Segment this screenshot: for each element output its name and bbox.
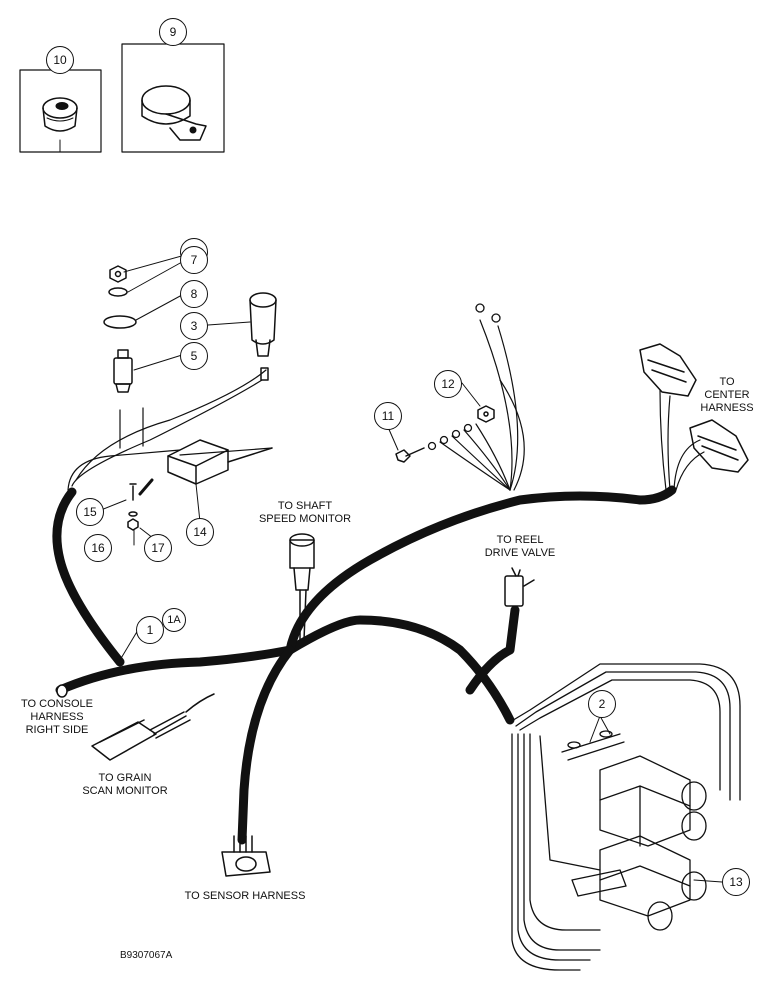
console-label: TO CONSOLE HARNESS RIGHT SIDE bbox=[12, 698, 102, 737]
hardware-15-16-17 bbox=[127, 478, 154, 531]
module-14 bbox=[167, 439, 273, 485]
center-label-line2: CENTER bbox=[704, 389, 750, 401]
center-label: TO CENTER HARNESS bbox=[692, 376, 762, 415]
callout-13: 13 bbox=[722, 868, 750, 896]
shaft-label-line1: TO SHAFT bbox=[277, 500, 333, 512]
callout-3: 3 bbox=[180, 312, 208, 340]
center-label-line3: HARNESS bbox=[700, 402, 754, 414]
nut-12 bbox=[477, 405, 495, 423]
socket-3 bbox=[249, 292, 277, 381]
callout-1a: 1A bbox=[162, 608, 186, 632]
callout-10: 10 bbox=[46, 46, 74, 74]
inset-box-9 bbox=[121, 43, 225, 153]
thin-wires-left bbox=[67, 369, 273, 491]
washer-8 bbox=[103, 315, 137, 329]
nut-6 bbox=[109, 265, 127, 283]
grain-label: TO GRAIN SCAN MONITOR bbox=[70, 772, 180, 798]
switch-5 bbox=[113, 349, 133, 393]
cable-end bbox=[56, 684, 68, 698]
reel-label-line2: DRIVE VALVE bbox=[484, 547, 556, 559]
callout-16: 16 bbox=[84, 534, 112, 562]
valve-assembly-13 bbox=[509, 663, 741, 971]
shaft-connector bbox=[289, 533, 315, 641]
callout-11: 11 bbox=[374, 402, 402, 430]
grain-label-line2: SCAN MONITOR bbox=[82, 785, 168, 797]
console-label-line2: HARNESS bbox=[30, 711, 84, 723]
bolt-11 bbox=[395, 447, 425, 463]
sensor-label: TO SENSOR HARNESS bbox=[170, 890, 320, 903]
reel-label-line1: TO REEL bbox=[496, 534, 544, 546]
callout-17: 17 bbox=[144, 534, 172, 562]
callout-1: 1 bbox=[136, 616, 164, 644]
center-wires bbox=[659, 389, 705, 491]
callout-14: 14 bbox=[186, 518, 214, 546]
grain-label-line1: TO GRAIN bbox=[98, 772, 152, 784]
center-connector-lower bbox=[689, 419, 749, 473]
sensor-connector bbox=[221, 835, 271, 877]
washer-7 bbox=[108, 287, 128, 297]
console-label-line1: TO CONSOLE bbox=[21, 698, 93, 710]
callout-5: 5 bbox=[180, 342, 208, 370]
reel-connector bbox=[504, 567, 535, 607]
shaft-label-line2: SPEED MONITOR bbox=[258, 513, 352, 525]
ring-terminals bbox=[427, 303, 501, 451]
callout-7b: 7 bbox=[180, 246, 208, 274]
terminal-wires bbox=[439, 319, 525, 491]
leader-lines bbox=[59, 37, 723, 883]
console-label-line3: RIGHT SIDE bbox=[25, 724, 89, 736]
figure-id: B9307067A bbox=[120, 950, 173, 961]
callout-2: 2 bbox=[588, 690, 616, 718]
grain-connector bbox=[91, 693, 215, 761]
callout-9: 9 bbox=[159, 18, 187, 46]
callout-15: 15 bbox=[76, 498, 104, 526]
sensor-label-line1: TO SENSOR HARNESS bbox=[184, 890, 306, 902]
inset-box-10 bbox=[19, 69, 102, 153]
center-label-line1: TO bbox=[719, 376, 735, 388]
main-harness-cable bbox=[52, 485, 677, 845]
shaft-label: TO SHAFT SPEED MONITOR bbox=[250, 500, 360, 526]
callout-12: 12 bbox=[434, 370, 462, 398]
reel-label: TO REEL DRIVE VALVE bbox=[470, 534, 570, 560]
center-connector-upper bbox=[639, 343, 697, 397]
callout-8: 8 bbox=[180, 280, 208, 308]
